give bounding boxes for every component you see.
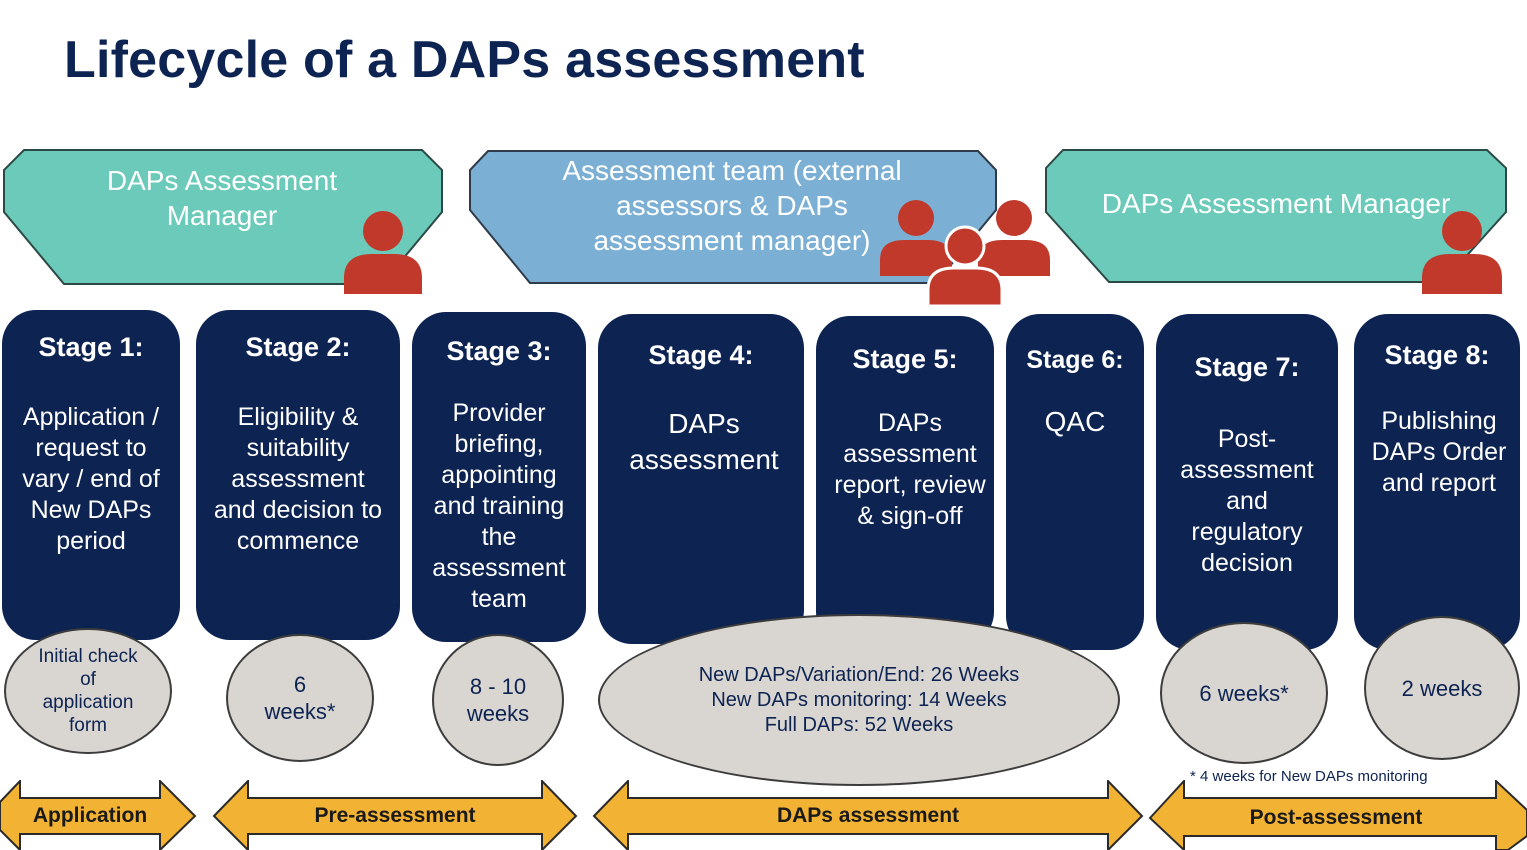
phase-label: DAPs assessment [776,804,960,827]
stage-title: Stage 4: [648,340,754,370]
stage-description: DAPs assessment report, review & sign-of… [834,409,986,530]
duration-bubble-stage-7: 6 weeks* [1160,622,1328,764]
stage-6-card: Stage 6: QAC [1006,314,1144,650]
stage-8-card: Stage 8: Publishing DAPs Order and repor… [1354,314,1520,650]
page-title: Lifecycle of a DAPs assessment [64,31,865,89]
stage-title: Stage 6: [1026,346,1124,374]
phase-arrow-daps-assessment: DAPs assessment [592,780,1144,850]
duration-label: 2 weeks [1401,675,1483,701]
stage-description: Application / request to vary / end of N… [22,403,160,555]
stage-title: Stage 8: [1384,340,1490,370]
phase-label: Post-assessment [1249,806,1423,829]
role-banner-assessment-manager-left: DAPs Assessment Manager [2,148,444,286]
banner-label: Assessment team (external assessors & DA… [562,154,902,256]
duration-label: New DAPs/Variation/End: 26 Weeks New DAP… [698,663,1020,736]
stage-description: QAC [1044,406,1106,437]
stage-title: Stage 5: [852,344,958,374]
stage-title: Stage 3: [446,336,552,366]
group-icon [880,200,1050,308]
duration-label: 6 weeks* [1199,680,1289,706]
banner-label: DAPs Assessment Manager [1101,187,1451,219]
footnote: * 4 weeks for New DAPs monitoring [1190,768,1428,785]
duration-label: Initial check of application form [38,646,138,736]
stage-title: Stage 7: [1194,352,1300,382]
banner-label: DAPs Assessment Manager [106,165,338,231]
duration-bubble-stage-8: 2 weeks [1364,616,1520,760]
duration-label: 6 weeks* [264,672,336,724]
duration-bubble-assessment: New DAPs/Variation/End: 26 Weeks New DAP… [598,614,1120,786]
phase-label: Pre-assessment [314,804,476,827]
duration-bubble-stage-2: 6 weeks* [226,634,374,762]
person-icon [1422,211,1502,294]
stage-4-card: Stage 4: DAPs assessment [598,314,804,644]
duration-bubble-stage-1: Initial check of application form [4,628,172,754]
person-icon [344,211,422,294]
role-banner-assessment-manager-right: DAPs Assessment Manager [1043,148,1509,284]
stage-description: Publishing DAPs Order and report [1371,407,1507,497]
stage-3-card: Stage 3: Provider briefing, appointing a… [412,312,586,642]
stage-2-card: Stage 2: Eligibility & suitability asses… [196,310,400,640]
stage-7-card: Stage 7: Post-assessment and regulatory … [1156,314,1338,650]
stage-description: DAPs assessment [629,408,779,475]
stage-description: Eligibility & suitability assessment and… [213,403,383,555]
stage-1-card: Stage 1: Application / request to vary /… [2,310,180,640]
role-banner-assessment-team: Assessment team (external assessors & DA… [466,148,1000,286]
phase-arrow-application: Application [0,780,198,850]
phase-arrow-pre-assessment: Pre-assessment [212,780,578,850]
duration-label: 8 - 10 weeks [466,674,530,726]
stage-5-card: Stage 5: DAPs assessment report, review … [816,316,994,646]
stage-title: Stage 2: [245,332,351,362]
phase-label: Application [32,804,148,827]
phase-arrow-post-assessment: Post-assessment [1148,780,1527,850]
stage-description: Post-assessment and regulatory decision [1180,425,1314,577]
stage-description: Provider briefing, appointing and traini… [432,399,566,613]
stage-title: Stage 1: [38,332,144,362]
duration-bubble-stage-3: 8 - 10 weeks [432,634,564,766]
